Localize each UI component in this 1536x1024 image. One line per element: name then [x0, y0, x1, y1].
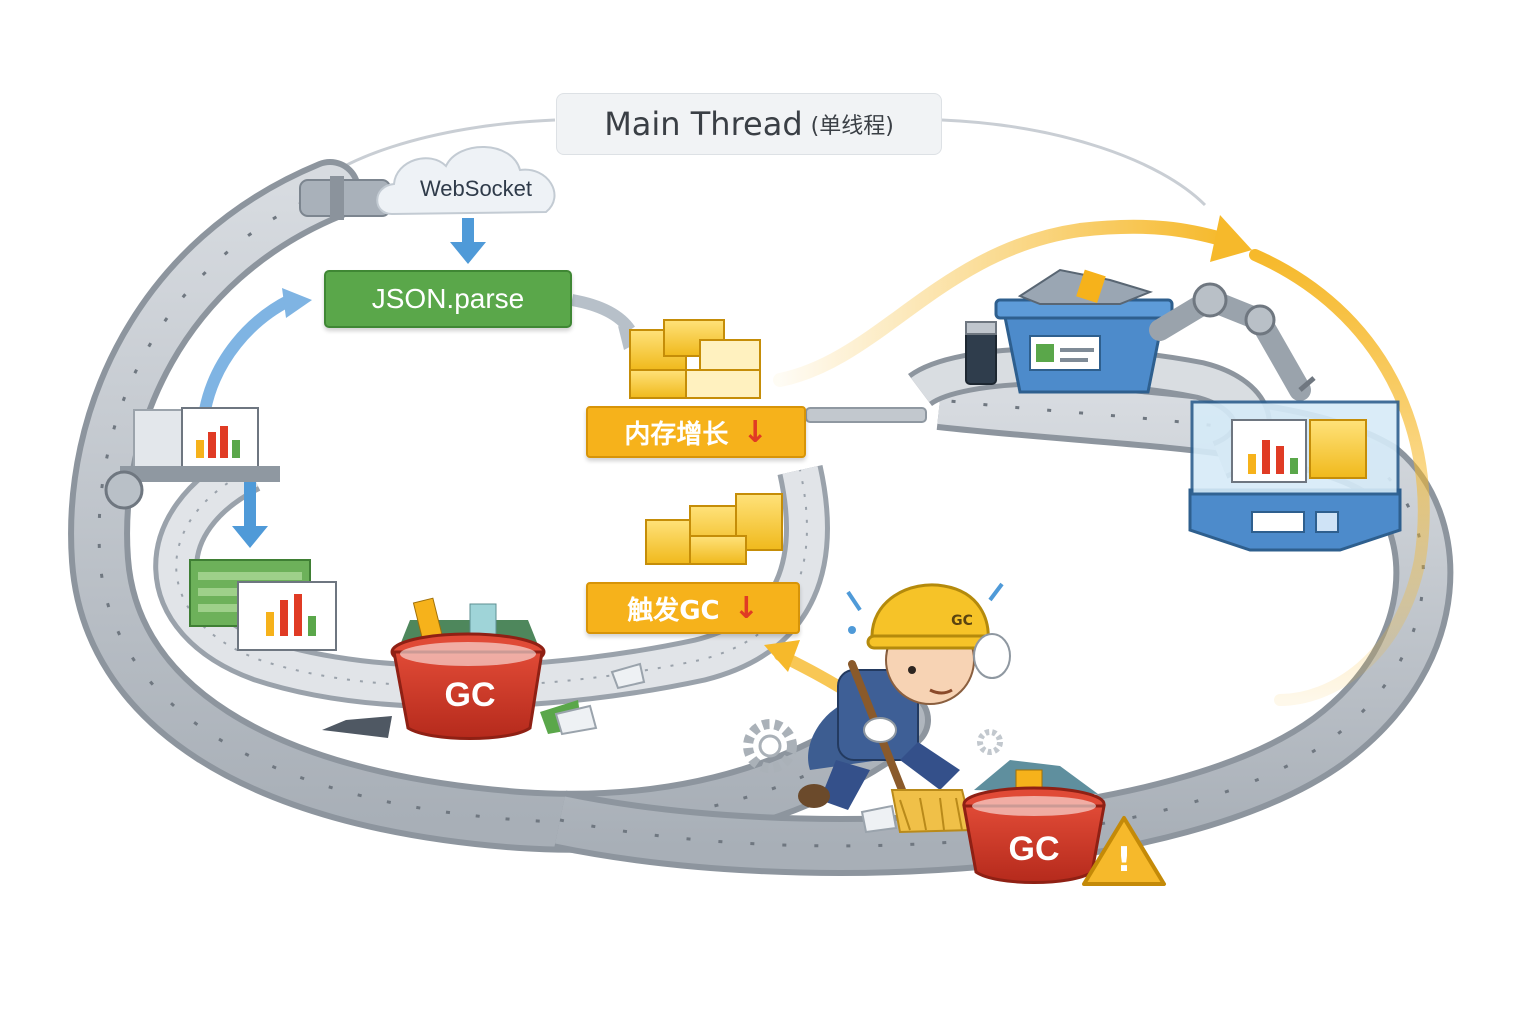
storage-crate: [1188, 400, 1402, 552]
helmet-label: GC: [951, 613, 973, 629]
memory-growth-tag: 内存增长 ↓: [586, 406, 806, 458]
thread-loop-line-right: [941, 118, 1207, 207]
down-arrow-icon: ↓: [742, 414, 768, 450]
json-parse-label: JSON.parse: [371, 283, 525, 314]
blue-arrowhead-down: [232, 526, 268, 548]
main-thread-title: Main Thread (单线程): [556, 93, 942, 155]
warning-icon: [1082, 816, 1166, 886]
title-sub: (单线程): [810, 114, 894, 139]
websocket-label: WebSocket: [419, 176, 533, 201]
memory-blocks-upper: [629, 319, 761, 399]
broom-icon: [890, 789, 974, 834]
data-packet-stack: [189, 559, 337, 651]
warning-mark: !: [1116, 840, 1132, 880]
trash-bin-icon-right: [962, 760, 1106, 884]
left-bin-label: GC: [444, 675, 496, 714]
conveyor-belt-left: [68, 159, 931, 853]
grey-arrow-parse: [570, 294, 635, 334]
robot-arm-icon: [1149, 282, 1316, 401]
right-bin-label: GC: [1008, 829, 1060, 868]
blue-arrowhead-up: [282, 288, 312, 318]
connector-bar: [805, 407, 927, 423]
chart-icon: [104, 407, 280, 510]
memory-growth-label: 内存增长: [624, 419, 729, 450]
flow-arrowhead-gc: [764, 640, 800, 672]
gear-icon: [743, 719, 797, 773]
blue-arrow-up: [199, 294, 293, 412]
flow-arrow-right: [1249, 249, 1430, 706]
trash-bin-icon: [322, 597, 582, 740]
trigger-gc-tag: 触发GC ↓: [586, 582, 800, 634]
memory-blocks-lower: [645, 493, 783, 565]
worker-character: [798, 582, 1011, 810]
trigger-gc-label: 触发GC: [627, 595, 720, 626]
down-arrow-icon: ↓: [733, 590, 759, 626]
flow-arrow-top: [773, 219, 1232, 387]
flow-arrowhead-top: [1210, 215, 1252, 262]
jar: [965, 321, 997, 385]
small-gear-icon: [977, 729, 1003, 755]
debris: [554, 662, 898, 834]
blue-bin: [994, 268, 1174, 394]
blue-arrowhead-cloud: [450, 242, 486, 264]
cloud-icon: [376, 146, 556, 216]
json-parse-box: JSON.parse: [324, 270, 572, 328]
input-pipe: [299, 176, 391, 220]
title-main: Main Thread: [604, 105, 803, 143]
